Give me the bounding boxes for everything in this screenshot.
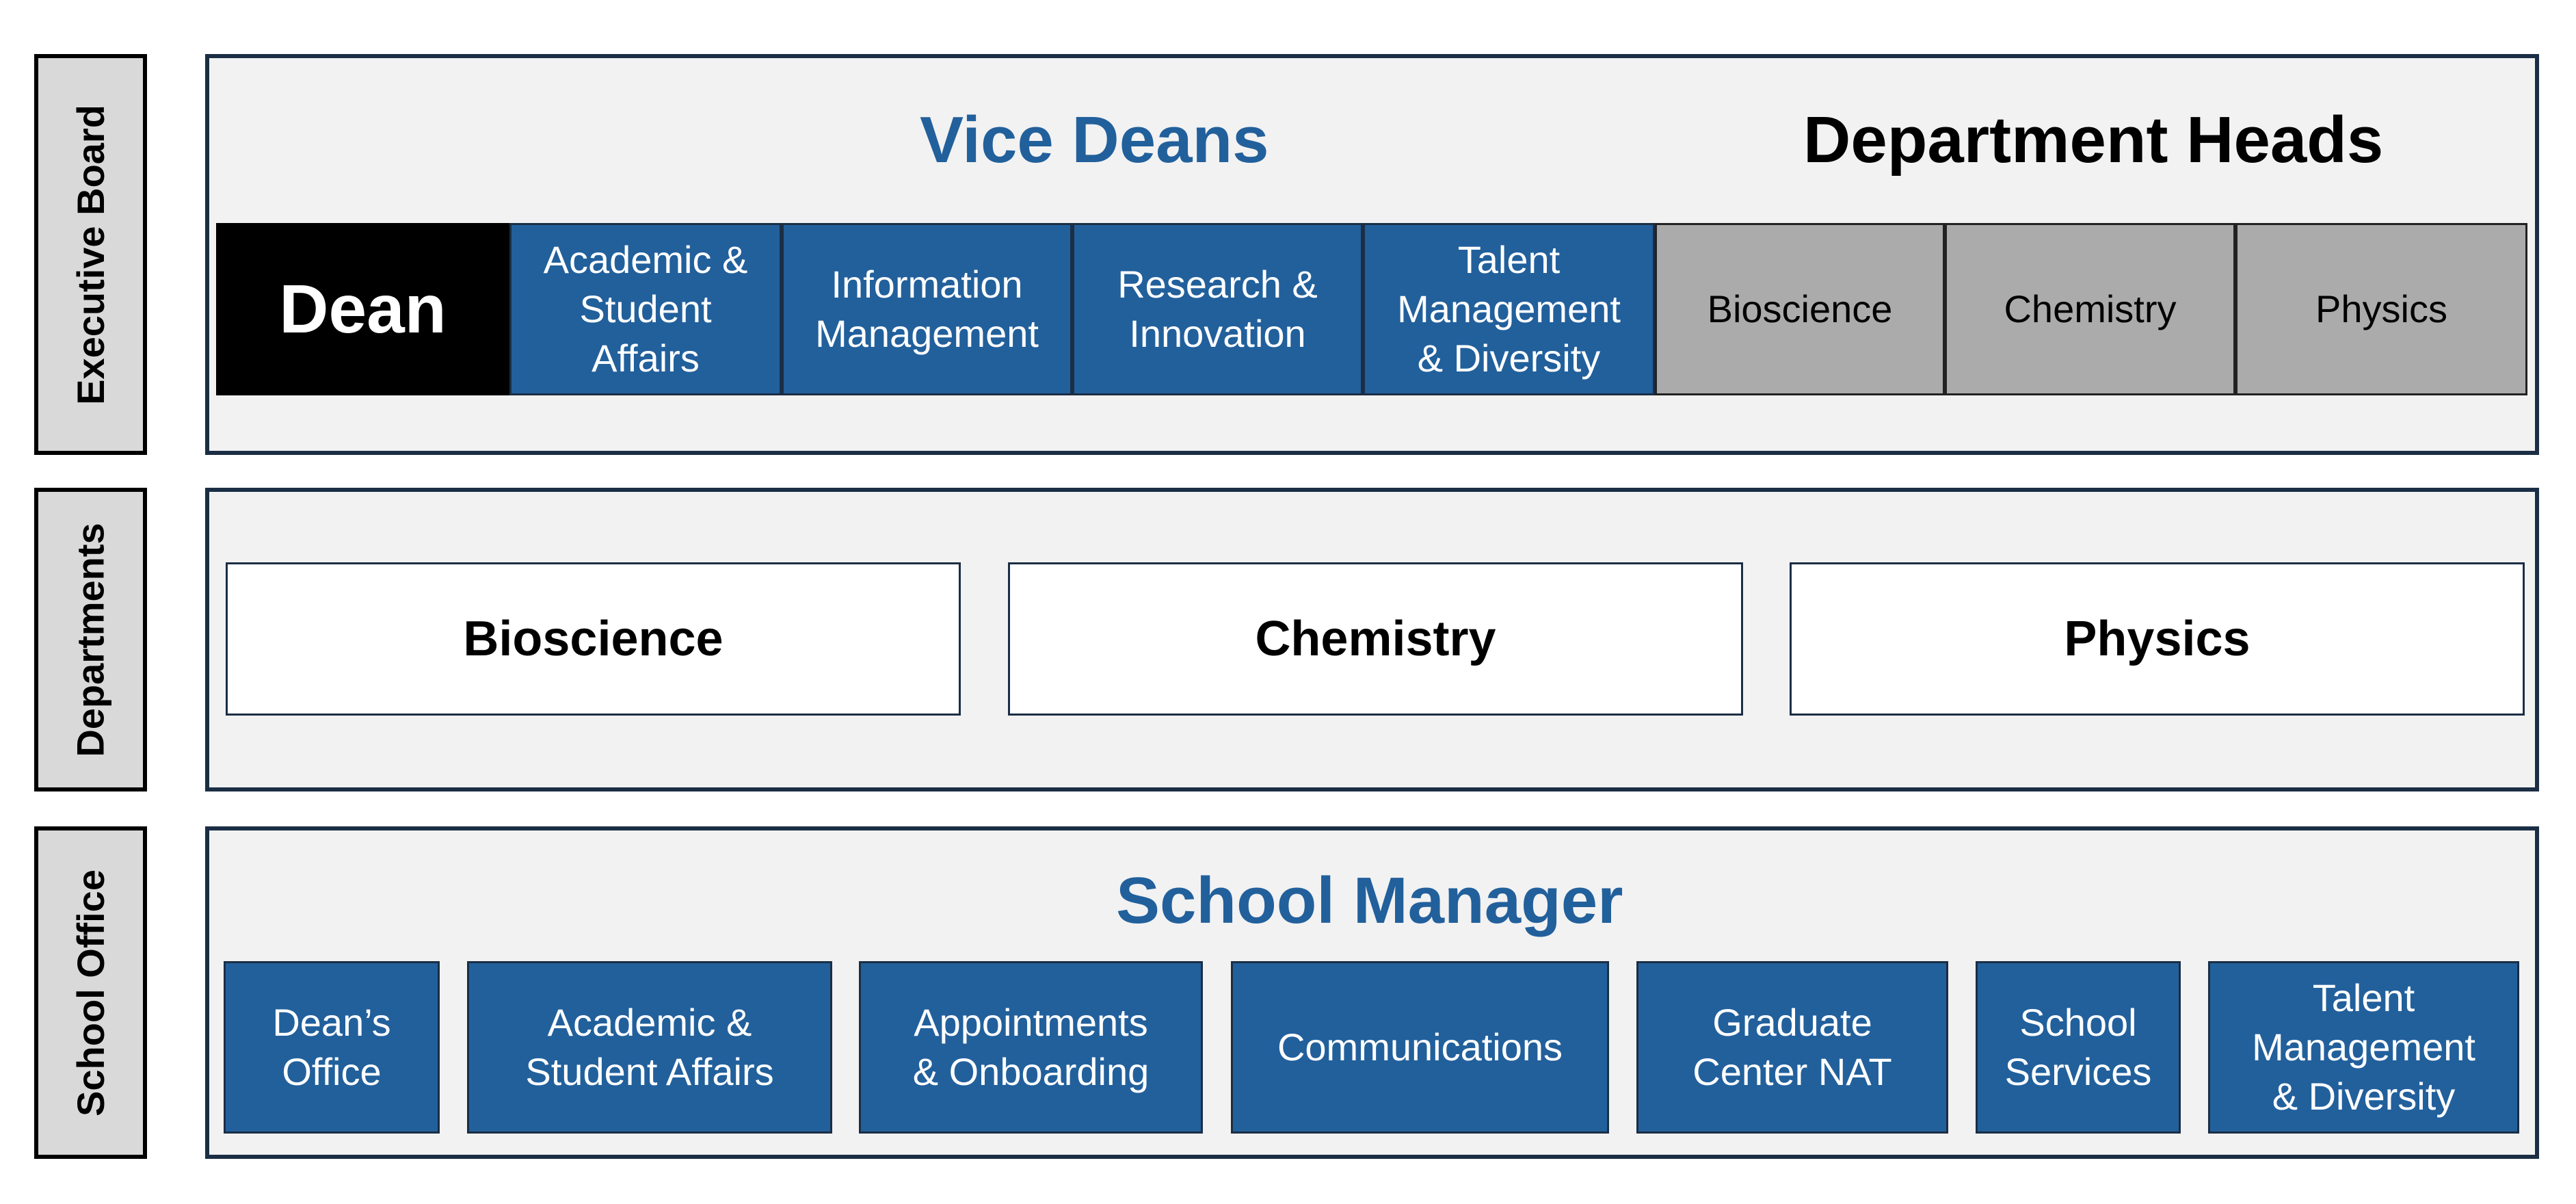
vice-dean-research-innovation: Research & Innovation bbox=[1072, 223, 1363, 395]
label-school-office-text: School Office bbox=[69, 869, 112, 1116]
department-heads-title: Department Heads bbox=[1803, 103, 2384, 176]
unit-graduate-center-nat: Graduate Center NAT bbox=[1636, 961, 1948, 1134]
school-manager-title: School Manager bbox=[1116, 864, 1623, 937]
vice-dean-talent-management-diversity: Talent Management & Diversity bbox=[1363, 223, 1655, 395]
label-departments: Departments bbox=[34, 488, 147, 791]
label-executive-board-text: Executive Board bbox=[69, 104, 112, 405]
dept-head-bioscience: Bioscience bbox=[1655, 223, 1945, 395]
unit-appointments-onboarding: Appointments & Onboarding bbox=[859, 961, 1203, 1134]
dept-head-physics: Physics bbox=[2235, 223, 2527, 395]
department-chemistry: Chemistry bbox=[1008, 562, 1743, 716]
vice-deans-title: Vice Deans bbox=[920, 103, 1269, 176]
unit-communications: Communications bbox=[1231, 961, 1609, 1134]
department-bioscience: Bioscience bbox=[226, 562, 961, 716]
unit-deans-office: Dean’s Office bbox=[224, 961, 440, 1134]
label-executive-board: Executive Board bbox=[34, 54, 147, 455]
dept-head-chemistry: Chemistry bbox=[1945, 223, 2235, 395]
department-physics: Physics bbox=[1790, 562, 2525, 716]
label-departments-text: Departments bbox=[69, 522, 113, 757]
vice-dean-information-management: Information Management bbox=[782, 223, 1072, 395]
dean-box: Dean bbox=[216, 223, 509, 395]
unit-talent-management-diversity: Talent Management & Diversity bbox=[2208, 961, 2519, 1134]
vice-dean-academic-student-affairs: Academic & Student Affairs bbox=[509, 223, 782, 395]
unit-academic-student-affairs: Academic & Student Affairs bbox=[467, 961, 832, 1134]
label-school-office: School Office bbox=[34, 826, 147, 1159]
unit-school-services: School Services bbox=[1976, 961, 2181, 1134]
